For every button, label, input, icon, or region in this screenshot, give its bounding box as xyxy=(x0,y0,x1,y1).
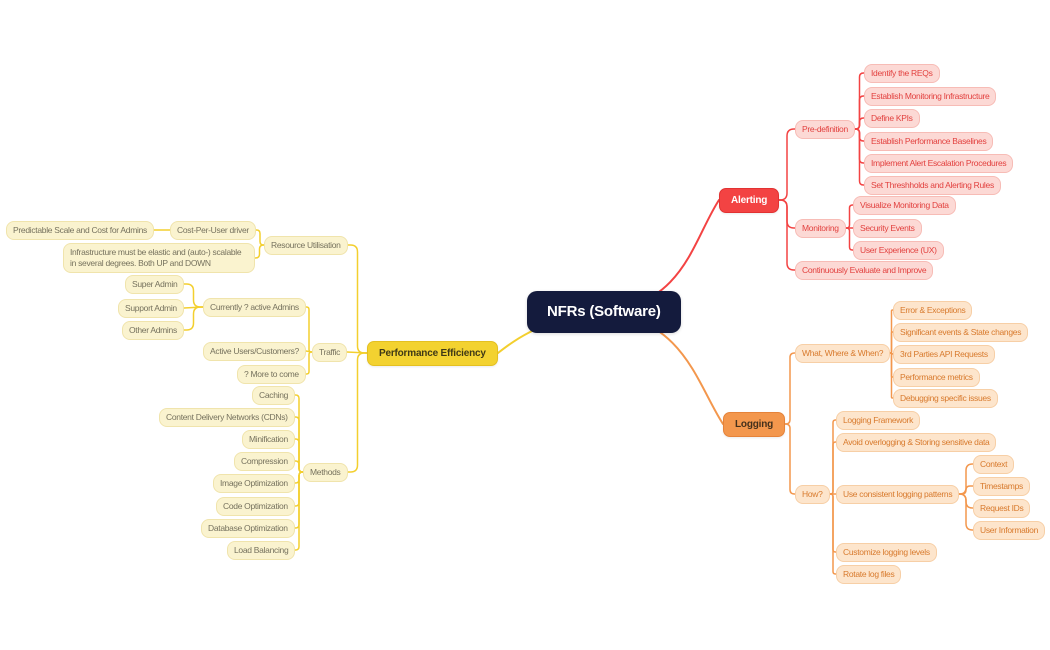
node-loadbal[interactable]: Load Balancing xyxy=(227,541,296,561)
node-errorexc[interactable]: Error & Exceptions xyxy=(893,301,973,321)
node-userinfo[interactable]: User Information xyxy=(973,521,1046,541)
node-predef[interactable]: Pre-definition xyxy=(795,120,855,140)
node-context[interactable]: Context xyxy=(973,455,1015,475)
connector xyxy=(958,485,974,495)
connector xyxy=(784,423,796,495)
node-cdn[interactable]: Content Delivery Networks (CDNs) xyxy=(159,408,295,428)
node-currently[interactable]: Currently ? active Admins xyxy=(203,298,306,318)
node-framework[interactable]: Logging Framework xyxy=(836,411,921,431)
node-predictable[interactable]: Predictable Scale and Cost for Admins xyxy=(6,221,154,241)
connector xyxy=(254,244,265,259)
node-parties[interactable]: 3rd Parties API Requests xyxy=(893,345,995,365)
node-perfmetrics[interactable]: Performance metrics xyxy=(893,368,980,388)
node-logging[interactable]: Logging xyxy=(723,412,786,437)
connector xyxy=(958,493,974,531)
node-supportadmin[interactable]: Support Admin xyxy=(118,299,184,319)
node-identify[interactable]: Identify the REQs xyxy=(864,64,940,84)
node-perf[interactable]: Performance Efficiency xyxy=(367,341,498,366)
connector xyxy=(778,199,796,271)
connector xyxy=(305,351,313,375)
node-root[interactable]: NFRs (Software) xyxy=(527,291,681,333)
connector xyxy=(854,128,865,186)
node-moretocome[interactable]: ? More to come xyxy=(237,365,306,385)
node-establishmon[interactable]: Establish Monitoring Infrastructure xyxy=(864,87,997,107)
node-methods[interactable]: Methods xyxy=(303,463,348,483)
node-rotate[interactable]: Rotate log files xyxy=(836,565,902,585)
connector xyxy=(829,493,837,575)
node-escalation[interactable]: Implement Alert Escalation Procedures xyxy=(864,154,1014,174)
node-otheradmins[interactable]: Other Admins xyxy=(122,321,184,341)
connector xyxy=(347,352,368,473)
connector xyxy=(845,227,854,251)
node-visualize[interactable]: Visualize Monitoring Data xyxy=(853,196,956,216)
node-significant[interactable]: Significant events & State changes xyxy=(893,323,1029,343)
node-debugging[interactable]: Debugging specific issues xyxy=(893,389,998,409)
node-imageopt[interactable]: Image Optimization xyxy=(213,474,295,494)
node-dbopt[interactable]: Database Optimization xyxy=(201,519,295,539)
connector xyxy=(294,471,304,551)
node-activeusers[interactable]: Active Users/Customers? xyxy=(203,342,306,362)
node-definekpis[interactable]: Define KPIs xyxy=(864,109,920,129)
node-compression[interactable]: Compression xyxy=(234,452,295,472)
node-cost[interactable]: Cost-Per-User driver xyxy=(170,221,256,241)
node-alerting[interactable]: Alerting xyxy=(719,188,780,213)
node-how[interactable]: How? xyxy=(795,485,830,505)
node-customize[interactable]: Customize logging levels xyxy=(836,543,937,563)
node-resource[interactable]: Resource Utilisation xyxy=(264,236,348,256)
connector xyxy=(183,306,204,331)
connector xyxy=(889,352,894,399)
node-infra[interactable]: Infrastructure must be elastic and (auto… xyxy=(63,243,255,274)
node-patterns[interactable]: Use consistent logging patterns xyxy=(836,485,960,505)
node-baselines[interactable]: Establish Performance Baselines xyxy=(864,132,994,152)
node-requestids[interactable]: Request IDs xyxy=(973,499,1031,519)
node-evaluate[interactable]: Continuously Evaluate and Improve xyxy=(795,261,934,281)
node-thresholds[interactable]: Set Threshholds and Alerting Rules xyxy=(864,176,1001,196)
node-whatwherewhen[interactable]: What, Where & When? xyxy=(795,344,891,364)
node-timestamps[interactable]: Timestamps xyxy=(973,477,1030,497)
node-avoid[interactable]: Avoid overlogging & Storing sensitive da… xyxy=(836,433,997,453)
node-securityevents[interactable]: Security Events xyxy=(853,219,922,239)
node-monitoring[interactable]: Monitoring xyxy=(795,219,846,239)
node-codeopt[interactable]: Code Optimization xyxy=(216,497,295,517)
node-traffic[interactable]: Traffic xyxy=(312,343,348,363)
node-minification[interactable]: Minification xyxy=(242,430,295,450)
node-caching[interactable]: Caching xyxy=(252,386,296,406)
node-ux[interactable]: User Experience (UX) xyxy=(853,241,944,261)
node-superadmin[interactable]: Super Admin xyxy=(125,275,185,295)
